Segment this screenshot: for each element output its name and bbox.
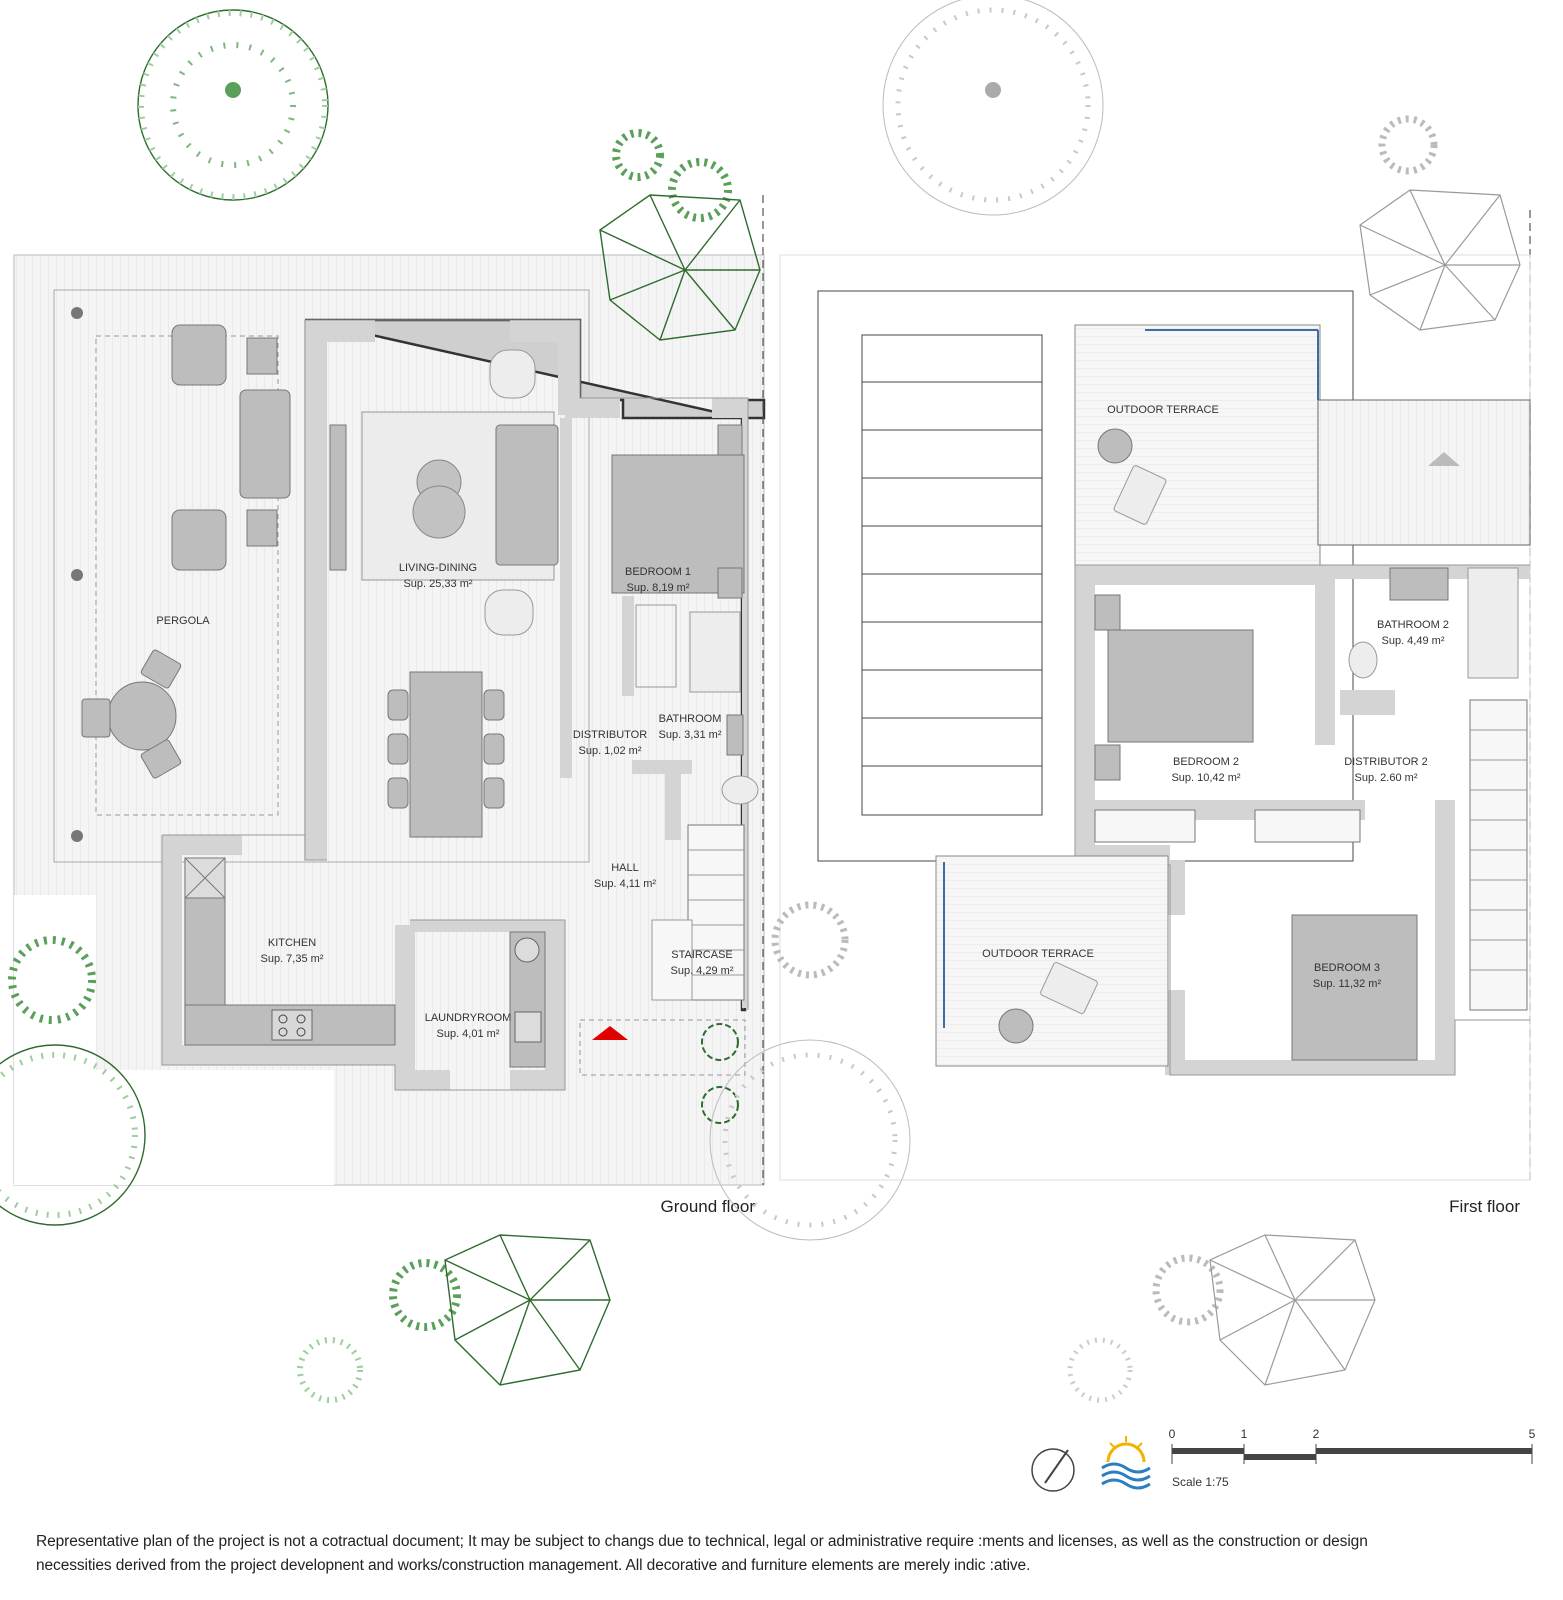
svg-text:Sup. 4,29 m²: Sup. 4,29 m² [671, 965, 734, 977]
entrance-arrow-icon [592, 1026, 628, 1040]
scale-tick-1: 1 [1241, 1427, 1248, 1441]
room-label-bedroom1: BEDROOM 1 Sup. 8,19 m² [625, 566, 691, 594]
room-label-bathroom2: BATHROOM 2 Sup. 4,49 m² [1377, 619, 1449, 647]
svg-text:Sup. 10,42 m²: Sup. 10,42 m² [1171, 772, 1240, 784]
tree-right-bottom-first [709, 901, 911, 1241]
room-label-distributor: DISTRIBUTOR Sup. 1,02 m² [573, 729, 647, 757]
room-label-kitchen: KITCHEN Sup. 7,35 m² [261, 937, 324, 965]
scale-tick-0: 0 [1169, 1427, 1176, 1441]
palm-tree-bottom-ground [297, 1234, 611, 1403]
disclaimer-text: Representative plan of the project is no… [36, 1530, 1536, 1578]
svg-text:Sup. 8,19 m²: Sup. 8,19 m² [627, 582, 690, 594]
room-label-distributor2: DISTRIBUTOR 2 Sup. 2.60 m² [1344, 756, 1428, 784]
ground-floor-plan: PERGOLA LIVING-DINING Sup. 25,33 m² BEDR… [13, 254, 766, 1216]
scale-label: Scale 1:75 [1172, 1475, 1229, 1489]
svg-text:HALL: HALL [611, 862, 639, 874]
pergola-area [53, 289, 590, 863]
disclaimer-line-1: Representative plan of the project is no… [36, 1533, 1368, 1550]
armchair [489, 349, 536, 399]
first-floor-plan: OUTDOOR TERRACE OUTDOOR TERRACE BATHROOM… [779, 254, 1531, 1216]
svg-text:DISTRIBUTOR: DISTRIBUTOR [573, 729, 647, 741]
ground-staircase [651, 824, 745, 1001]
svg-text:Sup. 11,32 m²: Sup. 11,32 m² [1313, 978, 1382, 990]
disclaimer-line-2: necessities derived from the project dev… [36, 1557, 1031, 1574]
scale-bar: 0 1 2 5 Scale 1:75 [1169, 1427, 1536, 1489]
tree-top-first-floor [882, 0, 1104, 216]
room-label-bedroom3: BEDROOM 3 Sup. 11,32 m² [1313, 962, 1382, 990]
svg-text:BEDROOM 2: BEDROOM 2 [1173, 756, 1239, 768]
svg-text:Sup. 1,02 m²: Sup. 1,02 m² [579, 745, 642, 757]
svg-text:LIVING-DINING: LIVING-DINING [399, 562, 477, 574]
bed-bedroom2 [1107, 629, 1254, 743]
sofa [495, 424, 559, 566]
dining-table [409, 671, 483, 838]
compass-icon [1031, 1448, 1075, 1492]
svg-text:OUTDOOR TERRACE: OUTDOOR TERRACE [982, 948, 1094, 960]
svg-text:Sup. 4,01 m²: Sup. 4,01 m² [437, 1028, 500, 1040]
room-label-bathroom: BATHROOM Sup. 3,31 m² [659, 713, 722, 741]
scale-tick-5: 5 [1529, 1427, 1536, 1441]
svg-text:OUTDOOR TERRACE: OUTDOOR TERRACE [1107, 404, 1219, 416]
sun-waves-logo-icon [1101, 1436, 1151, 1490]
room-label-outdoor-terrace-top: OUTDOOR TERRACE [1107, 404, 1219, 416]
first-floor-staircase [1469, 699, 1528, 1011]
potted-plants [701, 1023, 739, 1124]
tree-left-bottom [0, 1044, 146, 1226]
svg-text:Sup. 4,49 m²: Sup. 4,49 m² [1382, 635, 1445, 647]
svg-text:LAUNDRYROOM: LAUNDRYROOM [425, 1012, 512, 1024]
room-label-hall: HALL Sup. 4,11 m² [594, 862, 656, 890]
palm-tree-bottom-first [1067, 1234, 1376, 1403]
svg-text:Sup. 3,31 m²: Sup. 3,31 m² [659, 729, 722, 741]
svg-text:Sup. 7,35 m²: Sup. 7,35 m² [261, 953, 324, 965]
palm-tree-top-ground [599, 129, 761, 341]
scale-tick-2: 2 [1313, 1427, 1320, 1441]
room-label-living-dining: LIVING-DINING Sup. 25,33 m² [399, 562, 477, 590]
palm-tree-top-first [1359, 115, 1521, 331]
solar-panels [861, 334, 1043, 816]
tree-top-left [137, 9, 329, 201]
room-label-staircase: STAIRCASE Sup. 4,29 m² [671, 949, 734, 977]
svg-text:Sup. 25,33 m²: Sup. 25,33 m² [403, 578, 472, 590]
first-floor-title: First floor [1449, 1197, 1520, 1216]
svg-text:BEDROOM 1: BEDROOM 1 [625, 566, 691, 578]
svg-text:BATHROOM 2: BATHROOM 2 [1377, 619, 1449, 631]
terrace-bottom [935, 855, 1169, 1067]
room-label-laundry: LAUNDRYROOM Sup. 4,01 m² [425, 1012, 512, 1040]
svg-text:DISTRIBUTOR 2: DISTRIBUTOR 2 [1344, 756, 1428, 768]
svg-text:STAIRCASE: STAIRCASE [671, 949, 733, 961]
svg-text:KITCHEN: KITCHEN [268, 937, 316, 949]
svg-text:Sup. 2.60 m²: Sup. 2.60 m² [1355, 772, 1418, 784]
room-label-bedroom2: BEDROOM 2 Sup. 10,42 m² [1171, 756, 1240, 784]
room-label-pergola: PERGOLA [156, 615, 210, 627]
svg-text:PERGOLA: PERGOLA [156, 615, 210, 627]
tree-left-middle [8, 936, 96, 1024]
svg-text:BATHROOM: BATHROOM [659, 713, 722, 725]
svg-text:BEDROOM 3: BEDROOM 3 [1314, 962, 1380, 974]
svg-text:Sup. 4,11 m²: Sup. 4,11 m² [594, 878, 656, 890]
room-label-outdoor-terrace-bottom: OUTDOOR TERRACE [982, 948, 1094, 960]
bed-bedroom3 [1291, 914, 1418, 1061]
